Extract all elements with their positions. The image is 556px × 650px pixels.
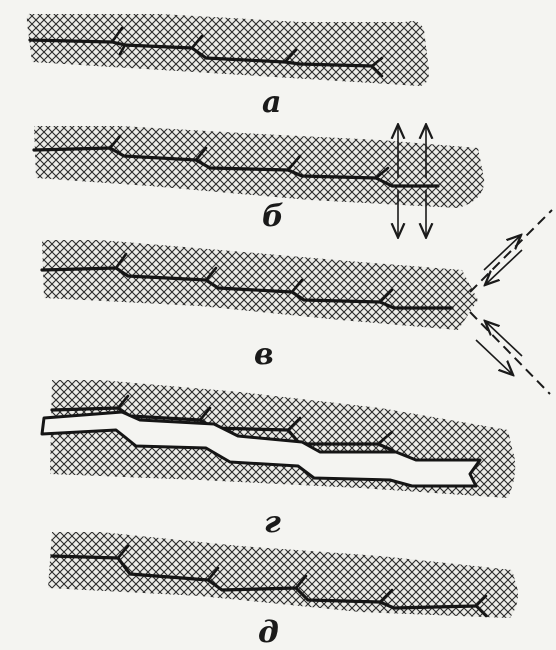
panel-v: в: [42, 210, 552, 394]
panel-label-g: г: [264, 505, 281, 540]
arrow-incoming-lower: [486, 322, 522, 356]
panel-a: а: [27, 14, 429, 120]
panel-label-d: д: [258, 615, 279, 650]
panel-label-b: б: [262, 199, 284, 234]
panel-d: д: [48, 532, 518, 650]
panel-b: б: [34, 126, 484, 236]
arrow-outgoing-lower: [476, 340, 512, 374]
panel-label-a: а: [262, 85, 281, 120]
hatched-band-v: [42, 240, 478, 330]
arrow-incoming-upper: [486, 250, 522, 284]
dashed-line-lower: [470, 312, 550, 394]
hatched-band-b: [34, 126, 484, 208]
dashed-line-upper: [470, 210, 552, 292]
panel-label-v: в: [254, 337, 274, 372]
panel-g: г: [42, 380, 515, 540]
arrow-outgoing-upper: [484, 236, 520, 270]
hatched-band-a: [27, 14, 429, 86]
